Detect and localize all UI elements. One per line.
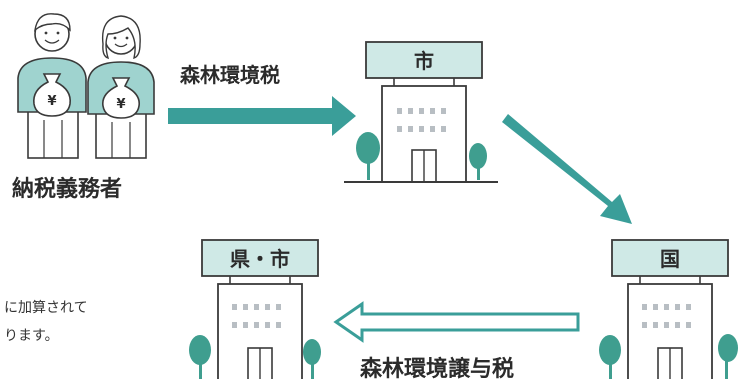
pref-city-building: 県・市 xyxy=(189,239,321,379)
tree-icon xyxy=(356,132,380,180)
forest-tax-label: 森林環境税 xyxy=(180,63,280,87)
arrow-city-to-nation xyxy=(502,114,632,224)
money-bag-icon: ¥ xyxy=(32,73,72,117)
pref-city-sign-label: 県・市 xyxy=(230,247,290,271)
money-bag-icon: ¥ xyxy=(101,77,141,119)
nation-building: 国 xyxy=(599,239,738,379)
note-text: に加算されて ります。 xyxy=(4,300,88,344)
person-man-icon: ¥ xyxy=(17,13,87,159)
tree-icon xyxy=(189,335,211,379)
nation-sign-label: 国 xyxy=(660,247,680,271)
city-building: 市 xyxy=(344,41,498,183)
tree-icon xyxy=(599,335,621,379)
forest-transfer-label: 森林環境譲与税 xyxy=(360,356,514,379)
tree-icon xyxy=(469,143,487,180)
note-line-2: ります。 xyxy=(4,328,59,344)
tree-icon xyxy=(718,334,738,379)
yen-symbol: ¥ xyxy=(47,94,56,109)
city-sign-label: 市 xyxy=(414,49,434,73)
tree-icon xyxy=(303,339,321,379)
arrow-forest-tax: 森林環境税 xyxy=(168,63,356,136)
yen-symbol: ¥ xyxy=(116,97,125,112)
person-woman-icon: ¥ xyxy=(87,15,155,159)
taxpayers-label: 納税義務者 xyxy=(12,176,122,202)
arrow-forest-transfer: 森林環境譲与税 xyxy=(333,301,580,379)
taxpayers-illustration: ¥ ¥ 納税義務者 xyxy=(12,13,155,202)
note-line-1: に加算されて xyxy=(4,300,88,316)
